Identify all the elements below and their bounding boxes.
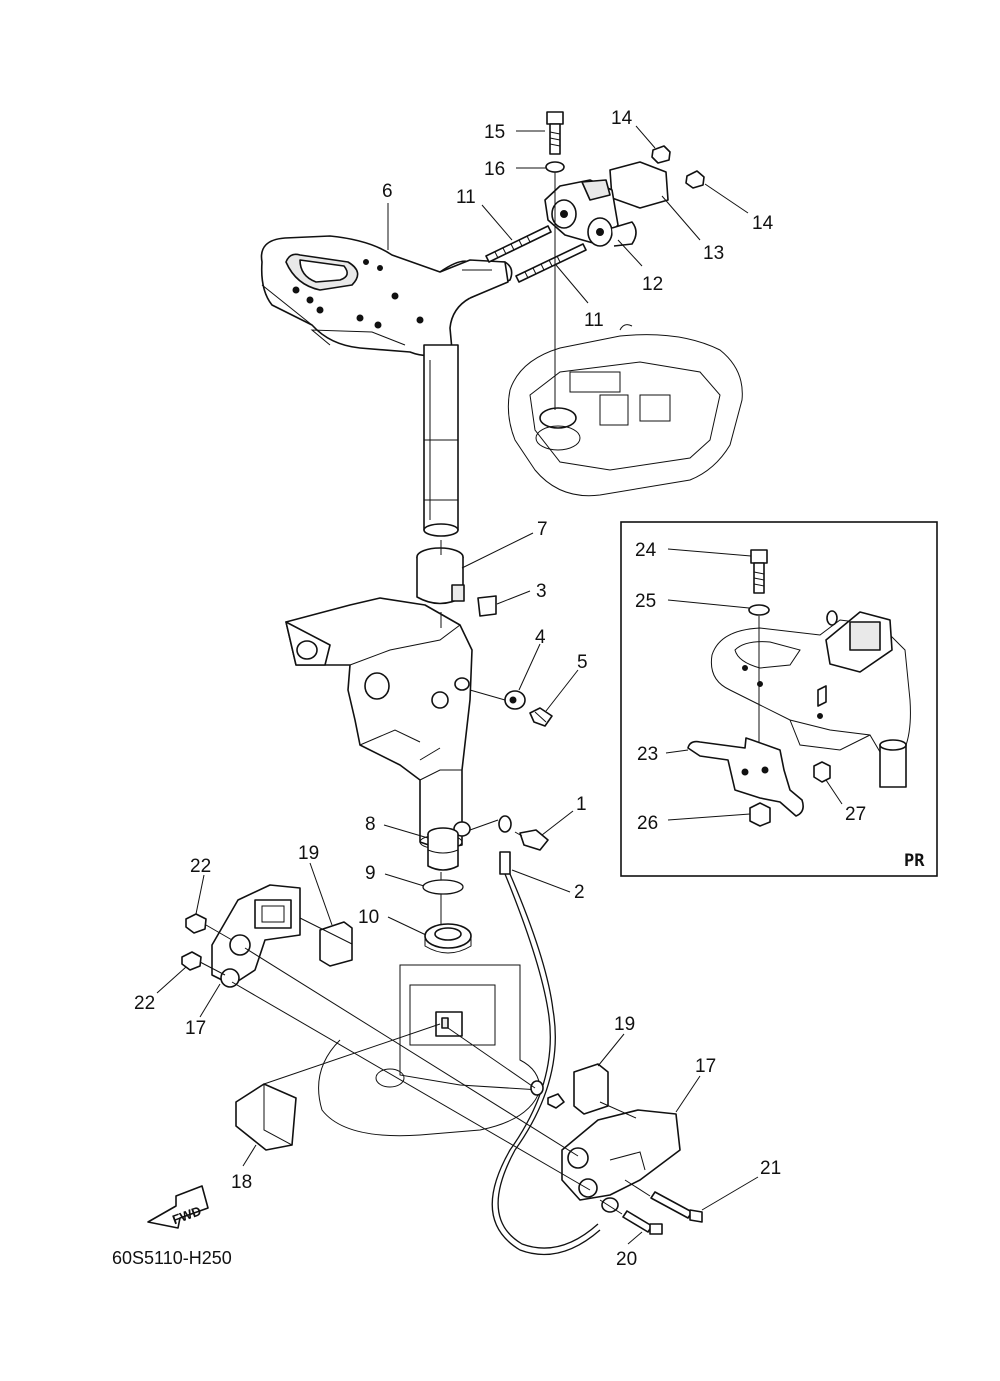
inset-pr <box>620 521 938 877</box>
callout-5: 5 <box>577 652 588 673</box>
clamp-17-right <box>561 1109 681 1201</box>
assembly-guide-lines <box>199 172 651 1215</box>
damper-19-left <box>319 921 353 967</box>
clamp-17-left <box>211 884 301 988</box>
terminal <box>530 1080 544 1096</box>
bolt-5 <box>529 707 553 727</box>
washer-16 <box>545 161 565 173</box>
callout-14-a: 14 <box>611 108 633 129</box>
screw-1 <box>519 829 549 851</box>
ground-lead-2 <box>491 815 619 1256</box>
bolt-15 <box>546 111 564 155</box>
callout-3: 3 <box>536 581 547 602</box>
inset-label: PR <box>904 851 925 871</box>
callout-20: 20 <box>616 1249 637 1270</box>
callout-11-b: 11 <box>584 310 604 331</box>
callout-1: 1 <box>576 794 587 815</box>
callout-9: 9 <box>365 863 376 884</box>
callout-14-b: 14 <box>752 213 774 234</box>
callout-6: 6 <box>382 181 393 202</box>
nut-14-a <box>651 145 671 164</box>
lower-case-outline <box>318 964 541 1137</box>
nut-27 <box>813 761 831 783</box>
callout-17-b: 17 <box>695 1056 716 1077</box>
screw-small <box>547 1093 565 1109</box>
inset-arm-outline <box>710 619 911 788</box>
callout-16: 16 <box>484 159 505 180</box>
leader-lines <box>156 125 843 1245</box>
fwd-arrow: FWD <box>147 1185 209 1229</box>
stud-11-b <box>515 243 587 283</box>
inset-mount-block <box>817 610 893 707</box>
callout-24: 24 <box>635 540 657 561</box>
callout-7: 7 <box>537 519 548 540</box>
o-ring-9 <box>422 879 464 895</box>
swivel-bracket <box>285 597 473 850</box>
callout-22-a: 22 <box>190 856 211 877</box>
bushing-8 <box>427 827 459 871</box>
washer-25 <box>748 604 770 616</box>
bolt-24 <box>750 549 768 594</box>
nut-22-a <box>185 913 207 934</box>
nut-14-b <box>685 170 705 189</box>
callout-12: 12 <box>642 274 663 295</box>
damper-19-right <box>573 1063 609 1115</box>
callout-26: 26 <box>637 813 658 834</box>
callout-25: 25 <box>635 591 656 612</box>
callout-17-a: 17 <box>185 1018 206 1039</box>
callout-15: 15 <box>484 122 505 143</box>
callout-labels: 1 2 3 4 5 6 7 8 9 10 11 11 12 13 14 14 1… <box>134 108 866 1270</box>
callout-19-b: 19 <box>614 1014 635 1035</box>
callout-8: 8 <box>365 814 376 835</box>
callout-19-a: 19 <box>298 843 319 864</box>
callout-4: 4 <box>535 627 546 648</box>
cover-18 <box>235 1083 297 1151</box>
stud-11-a <box>485 225 552 263</box>
steering-arm-assembly <box>260 235 513 537</box>
nut-22-b <box>181 951 202 971</box>
bottom-cowling-outline <box>507 324 743 497</box>
collar-4 <box>504 690 526 710</box>
callout-27: 27 <box>845 804 866 825</box>
callout-22-b: 22 <box>134 993 155 1014</box>
callout-23: 23 <box>637 744 658 765</box>
bolt-20 <box>622 1210 663 1235</box>
bolt-21 <box>650 1191 703 1223</box>
nut-26 <box>749 802 771 827</box>
callout-2: 2 <box>574 882 585 903</box>
callout-18: 18 <box>231 1172 252 1193</box>
seal-10 <box>424 923 472 954</box>
upper-mount-12-13 <box>544 161 669 247</box>
callout-13: 13 <box>703 243 724 264</box>
bracket-23 <box>687 737 804 817</box>
diagram-code: 60S5110-H250 <box>112 1248 232 1268</box>
callout-11-a: 11 <box>456 187 476 208</box>
bushing-7 <box>416 547 465 605</box>
callout-21: 21 <box>760 1158 781 1179</box>
callout-10: 10 <box>358 907 379 928</box>
plate-3 <box>477 595 497 617</box>
